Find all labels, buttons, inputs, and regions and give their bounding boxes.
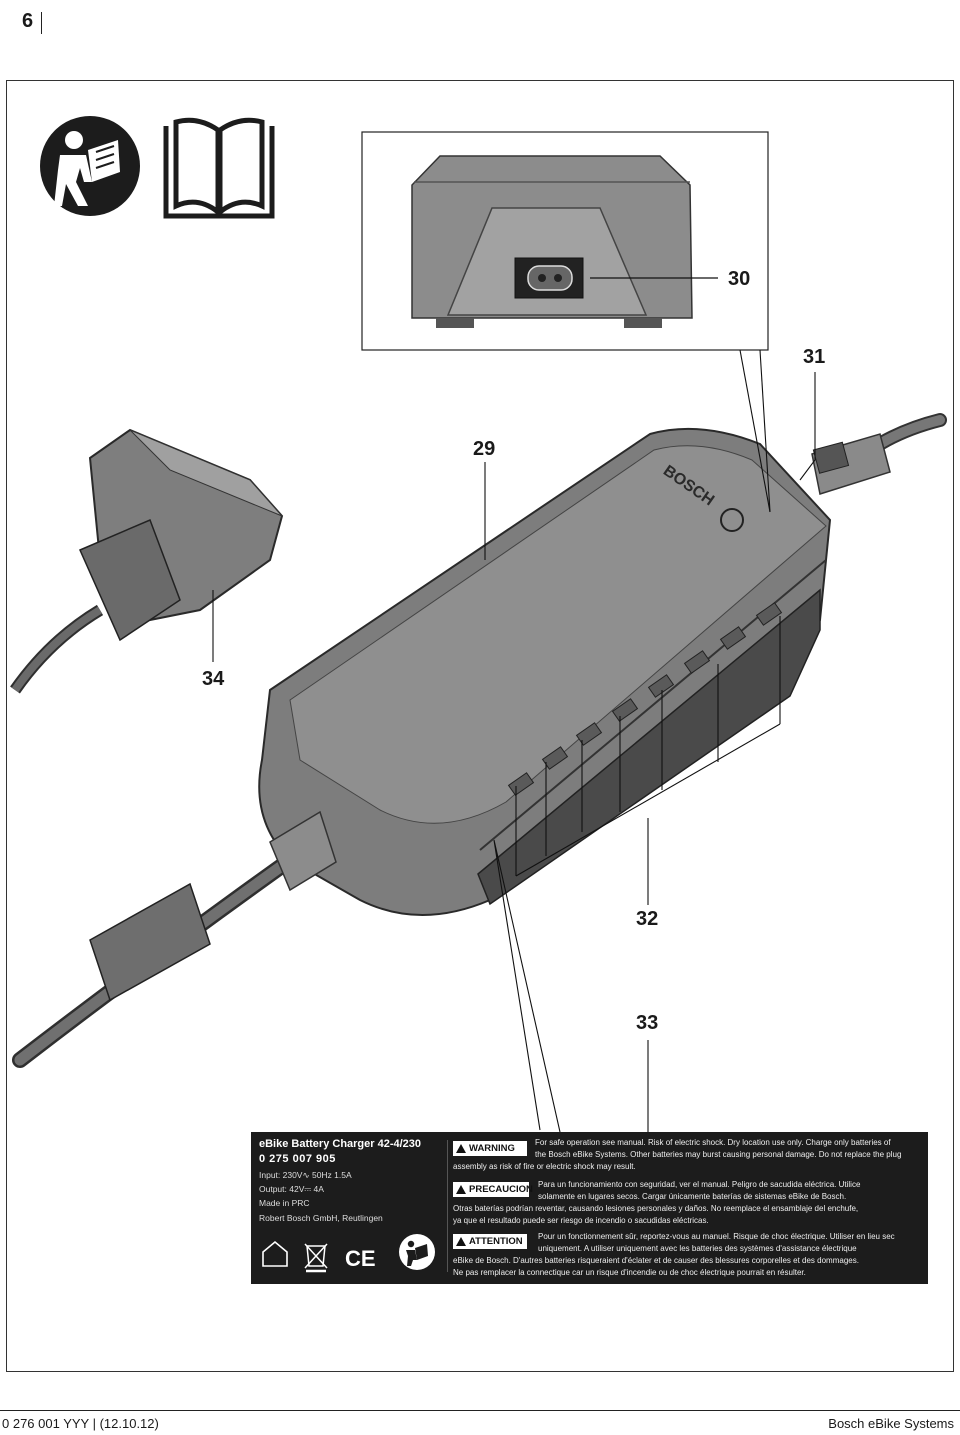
warning-line-1: For safe operation see manual. Risk of e… [535, 1138, 891, 1147]
label-input: Input: 230V∿ 50Hz 1.5A [259, 1170, 352, 1180]
precaucion-line-4: ya que el resultado puede ser riesgo de … [453, 1216, 709, 1225]
label-made-in: Made in PRC [259, 1198, 310, 1208]
weee-bin-icon [304, 1243, 328, 1273]
label-title: eBike Battery Charger 42-4/230 [259, 1138, 422, 1150]
svg-text:CE: CE [345, 1246, 376, 1271]
mains-plug [10, 428, 284, 694]
attention-line-2: uniquement. A utiliser uniquement avec l… [538, 1244, 857, 1253]
figure-frame [6, 80, 954, 1372]
warning-triangle-icon [456, 1144, 466, 1153]
attention-line-4: Ne pas remplacer la connectique car un r… [453, 1268, 806, 1277]
precaucion-line-3: Otras baterías podrían reventar, causand… [453, 1204, 859, 1213]
callout-34: 34 [202, 668, 225, 690]
attention-badge: ATTENTION [453, 1234, 527, 1249]
footer-brand: Bosch eBike Systems [828, 1416, 954, 1431]
precaucion-badge: PRECAUCION [453, 1182, 533, 1197]
label-symbols: CE [262, 1234, 435, 1273]
read-manual-person-icon [40, 116, 140, 216]
warning-triangle-icon [456, 1185, 466, 1194]
page-number-divider [41, 12, 42, 34]
warning-badge: WARNING [453, 1141, 527, 1156]
page-number: 6 [22, 10, 34, 32]
callout-31: 31 [803, 346, 826, 368]
callout-33: 33 [636, 1012, 659, 1034]
charger-body: BOSCH [258, 427, 832, 916]
attention-line-1: Pour un fonctionnement sûr, reportez-vou… [538, 1232, 895, 1241]
charger-rear-inset [361, 131, 769, 351]
warning-line-3: assembly as risk of fire or electric sho… [453, 1162, 636, 1171]
precaucion-line-1: Para un funcionamiento con seguridad, ve… [538, 1180, 861, 1189]
label-manufacturer: Robert Bosch GmbH, Reutlingen [259, 1213, 383, 1223]
warning-line-2: the Bosch eBike Systems. Other batteries… [535, 1150, 902, 1159]
callout-32: 32 [636, 908, 659, 930]
callout-29: 29 [473, 438, 496, 460]
callout-30: 30 [728, 268, 751, 290]
read-manual-small-icon [399, 1234, 435, 1270]
warning-triangle-icon [456, 1237, 466, 1246]
open-book-icon [163, 117, 275, 219]
footer-doc-number: 0 276 001 YYY | (12.10.12) [2, 1416, 159, 1431]
indoor-use-house-icon [262, 1240, 288, 1267]
label-divider [447, 1140, 448, 1272]
ce-mark-icon: CE [345, 1246, 376, 1271]
precaucion-line-2: solamente en lugares secos. Cargar única… [538, 1192, 847, 1201]
label-product-code: 0 275 007 905 [259, 1153, 336, 1165]
attention-line-3: eBike de Bosch. D'autres batteries risqu… [453, 1256, 859, 1265]
rating-label: eBike Battery Charger 42-4/230 0 275 007… [251, 1132, 928, 1284]
footer-rule [0, 1410, 960, 1411]
label-output: Output: 42V⎓ 4A [259, 1184, 324, 1194]
